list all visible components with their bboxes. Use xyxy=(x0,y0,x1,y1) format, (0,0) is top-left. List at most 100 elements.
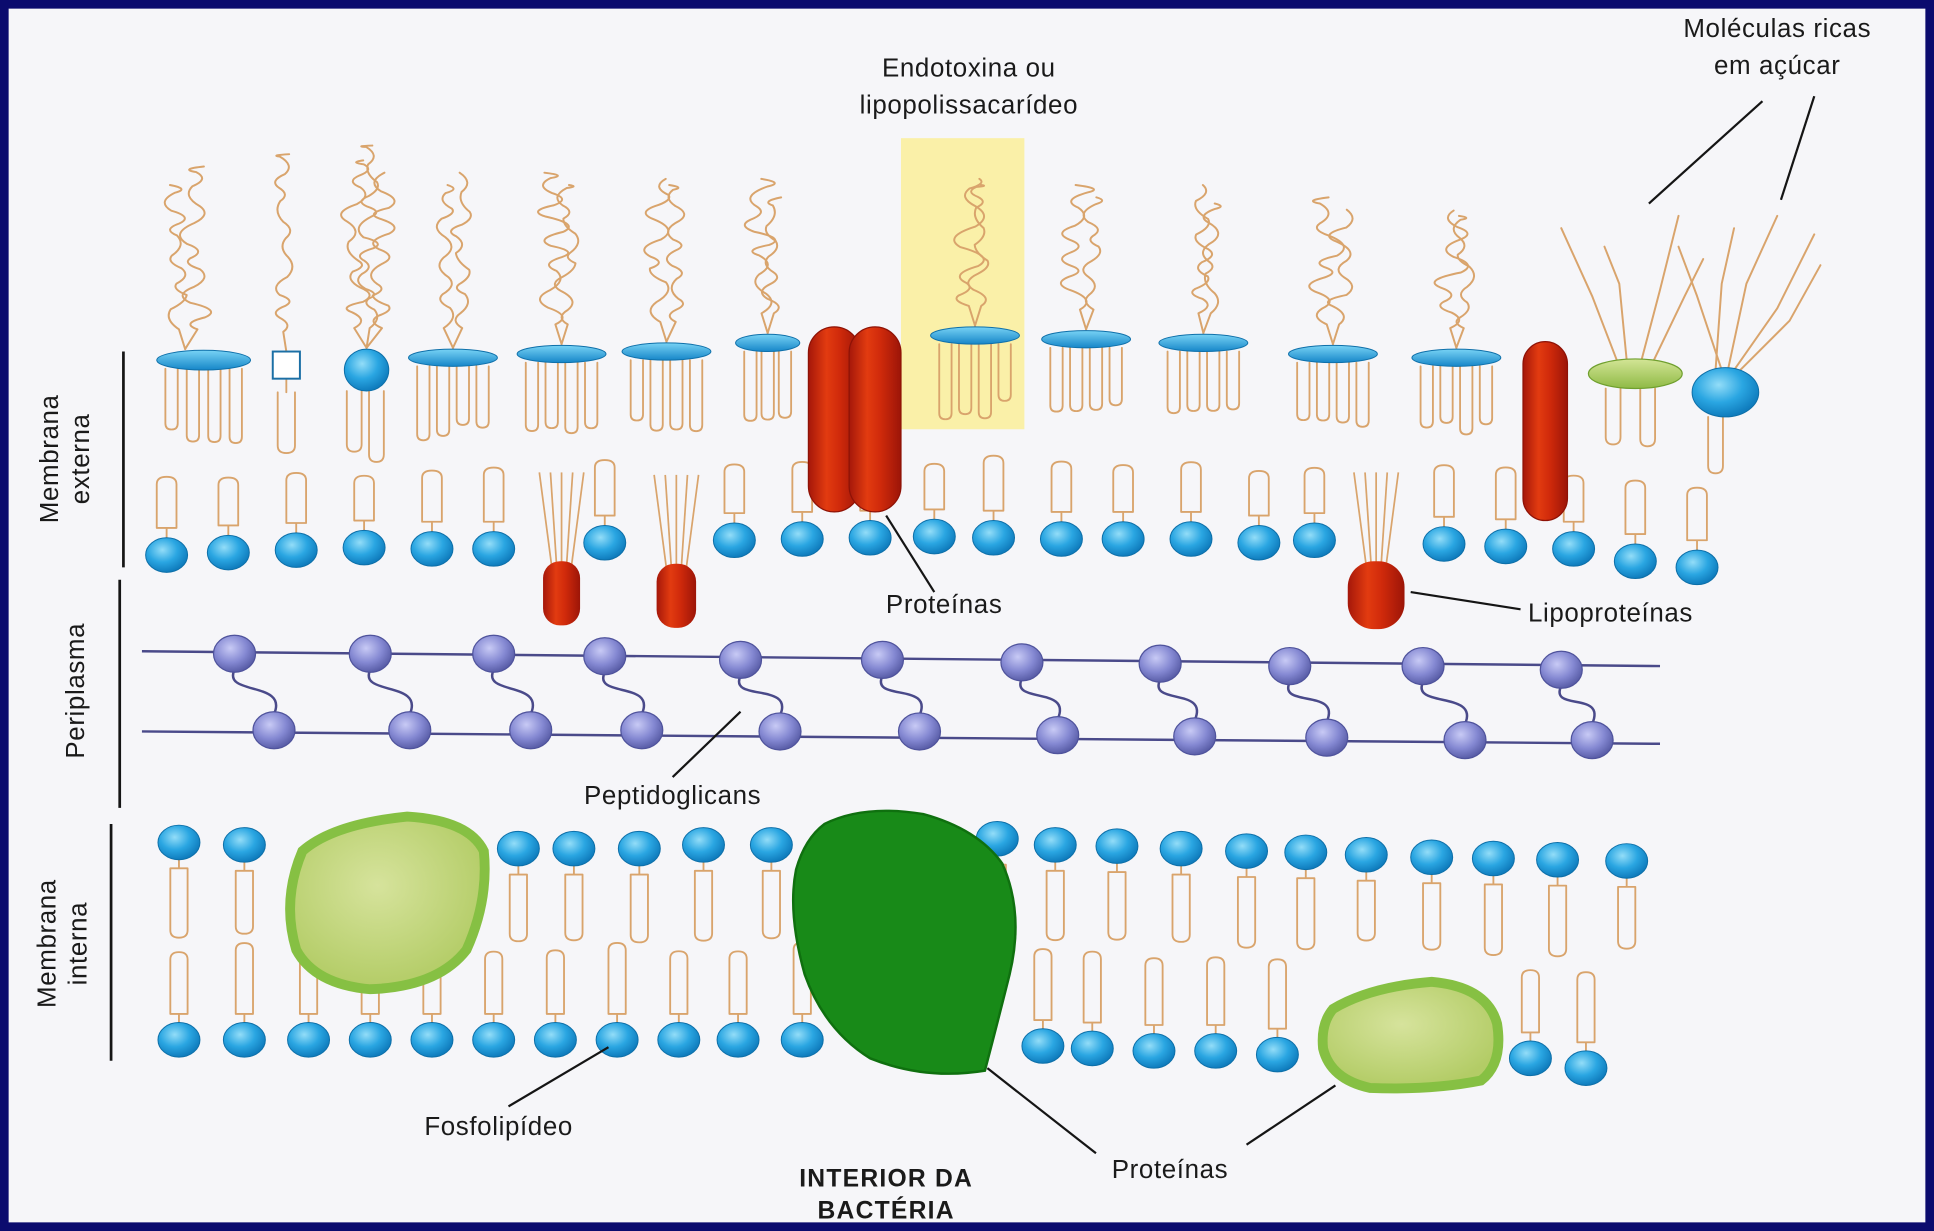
phospholipid-head xyxy=(146,538,188,573)
phospholipid-head xyxy=(717,1023,759,1058)
label-phospholipid: Fosfolipídeo xyxy=(424,1113,573,1141)
phospholipid-head xyxy=(158,825,200,860)
peptidoglycan-unit xyxy=(1402,648,1444,685)
lps-head xyxy=(517,345,606,362)
phospholipid-head xyxy=(275,533,317,568)
phospholipid-head xyxy=(1485,529,1527,564)
label-outer-membrane-line2: externa xyxy=(67,413,95,504)
lps-head xyxy=(1289,345,1378,362)
phospholipid-head xyxy=(1345,838,1387,873)
lps-head-square xyxy=(273,352,300,379)
inner-protein-light-green-right xyxy=(1323,982,1499,1089)
phospholipid-head xyxy=(207,535,249,570)
phospholipid-head xyxy=(223,1023,265,1058)
lipoprotein xyxy=(1348,561,1405,629)
label-proteins-inner: Proteínas xyxy=(1112,1156,1228,1184)
label-inner-membrane-line1: Membrana xyxy=(34,879,62,1008)
phospholipid-head xyxy=(411,1023,453,1058)
phospholipid-head xyxy=(1509,1041,1551,1076)
phospholipid-head xyxy=(584,525,626,560)
phospholipid-head xyxy=(553,831,595,866)
lps-head xyxy=(931,327,1020,344)
lipoprotein xyxy=(543,561,580,625)
peptidoglycan-unit xyxy=(253,712,295,749)
phospholipid-head xyxy=(1423,527,1465,562)
lps-head xyxy=(1159,334,1248,351)
peptidoglycan-unit xyxy=(1139,645,1181,682)
peptidoglycan-unit xyxy=(720,641,762,678)
peptidoglycan-unit xyxy=(861,641,903,678)
phospholipid-head xyxy=(713,523,755,558)
peptidoglycan-unit xyxy=(1174,718,1216,755)
lps-head xyxy=(622,343,711,360)
peptidoglycan-unit xyxy=(473,635,515,672)
phospholipid-head xyxy=(1133,1034,1175,1069)
lipoprotein xyxy=(657,564,696,628)
lipid-head xyxy=(344,349,388,391)
label-interior-line2: BACTÉRIA xyxy=(818,1197,955,1225)
lipid-head xyxy=(1692,368,1759,417)
peptidoglycan-unit xyxy=(389,712,431,749)
phospholipid-head xyxy=(1034,828,1076,863)
peptidoglycan-unit xyxy=(899,713,941,750)
lps-highlight xyxy=(901,138,1024,429)
peptidoglycan-unit xyxy=(584,638,626,675)
phospholipid-head xyxy=(1285,835,1327,870)
phospholipid-head xyxy=(349,1023,391,1058)
phospholipid-head xyxy=(1226,834,1268,869)
peptidoglycan-unit xyxy=(759,713,801,750)
label-outer-membrane-line1: Membrana xyxy=(36,394,64,523)
phospholipid-head xyxy=(1293,523,1335,558)
phospholipid-head xyxy=(1238,525,1280,560)
label-periplasm: Periplasma xyxy=(62,623,90,759)
phospholipid-head xyxy=(1040,522,1082,557)
peptidoglycan-unit xyxy=(349,635,391,672)
phospholipid-head xyxy=(1160,831,1202,866)
phospholipid-head xyxy=(534,1023,576,1058)
phospholipid-head xyxy=(1170,522,1212,557)
lps-head xyxy=(1042,331,1131,348)
phospholipid-head xyxy=(781,1023,823,1058)
lps-head xyxy=(409,349,498,366)
phospholipid-head xyxy=(1256,1037,1298,1072)
label-endotoxin-line1: Endotoxina ou xyxy=(882,54,1056,82)
label-endotoxin-line2: lipopolissacarídeo xyxy=(860,91,1079,119)
phospholipid-head xyxy=(683,828,725,863)
phospholipid-head xyxy=(1195,1034,1237,1069)
phospholipid-head xyxy=(223,828,265,863)
phospholipid-head xyxy=(1472,841,1514,876)
sugar-rich-head xyxy=(1588,359,1682,389)
lps-head xyxy=(736,334,800,351)
peptidoglycan-unit xyxy=(1571,722,1613,759)
outer-membrane-protein xyxy=(1523,342,1567,521)
phospholipid-head xyxy=(618,831,660,866)
phospholipid-head xyxy=(1614,544,1656,579)
phospholipid-head xyxy=(343,530,385,565)
phospholipid-head xyxy=(497,831,539,866)
peptidoglycan-unit xyxy=(1269,648,1311,685)
peptidoglycan-unit xyxy=(1037,717,1079,754)
phospholipid-head xyxy=(411,532,453,567)
phospholipid-head xyxy=(473,532,515,567)
label-interior-line1: INTERIOR DA xyxy=(799,1166,973,1193)
label-sugar-line1: Moléculas ricas xyxy=(1683,15,1871,43)
peptidoglycan-unit xyxy=(1001,644,1043,681)
phospholipid-head xyxy=(781,522,823,557)
peptidoglycan-unit xyxy=(214,635,256,672)
phospholipid-head xyxy=(1553,532,1595,567)
phospholipid-head xyxy=(1606,844,1648,879)
peptidoglycan-unit xyxy=(1540,651,1582,688)
phospholipid-head xyxy=(1565,1051,1607,1086)
phospholipid-head xyxy=(1102,522,1144,557)
label-inner-membrane-line2: interna xyxy=(64,902,92,986)
phospholipid-head xyxy=(1022,1029,1064,1064)
phospholipid-head xyxy=(1676,550,1718,585)
phospholipid-head xyxy=(658,1023,700,1058)
peptidoglycan-unit xyxy=(510,712,552,749)
phospholipid-head xyxy=(473,1023,515,1058)
inner-protein-light-green-left xyxy=(290,817,485,990)
phospholipid-head xyxy=(1411,840,1453,875)
phospholipid-head xyxy=(158,1023,200,1058)
peptidoglycan-unit xyxy=(621,712,663,749)
